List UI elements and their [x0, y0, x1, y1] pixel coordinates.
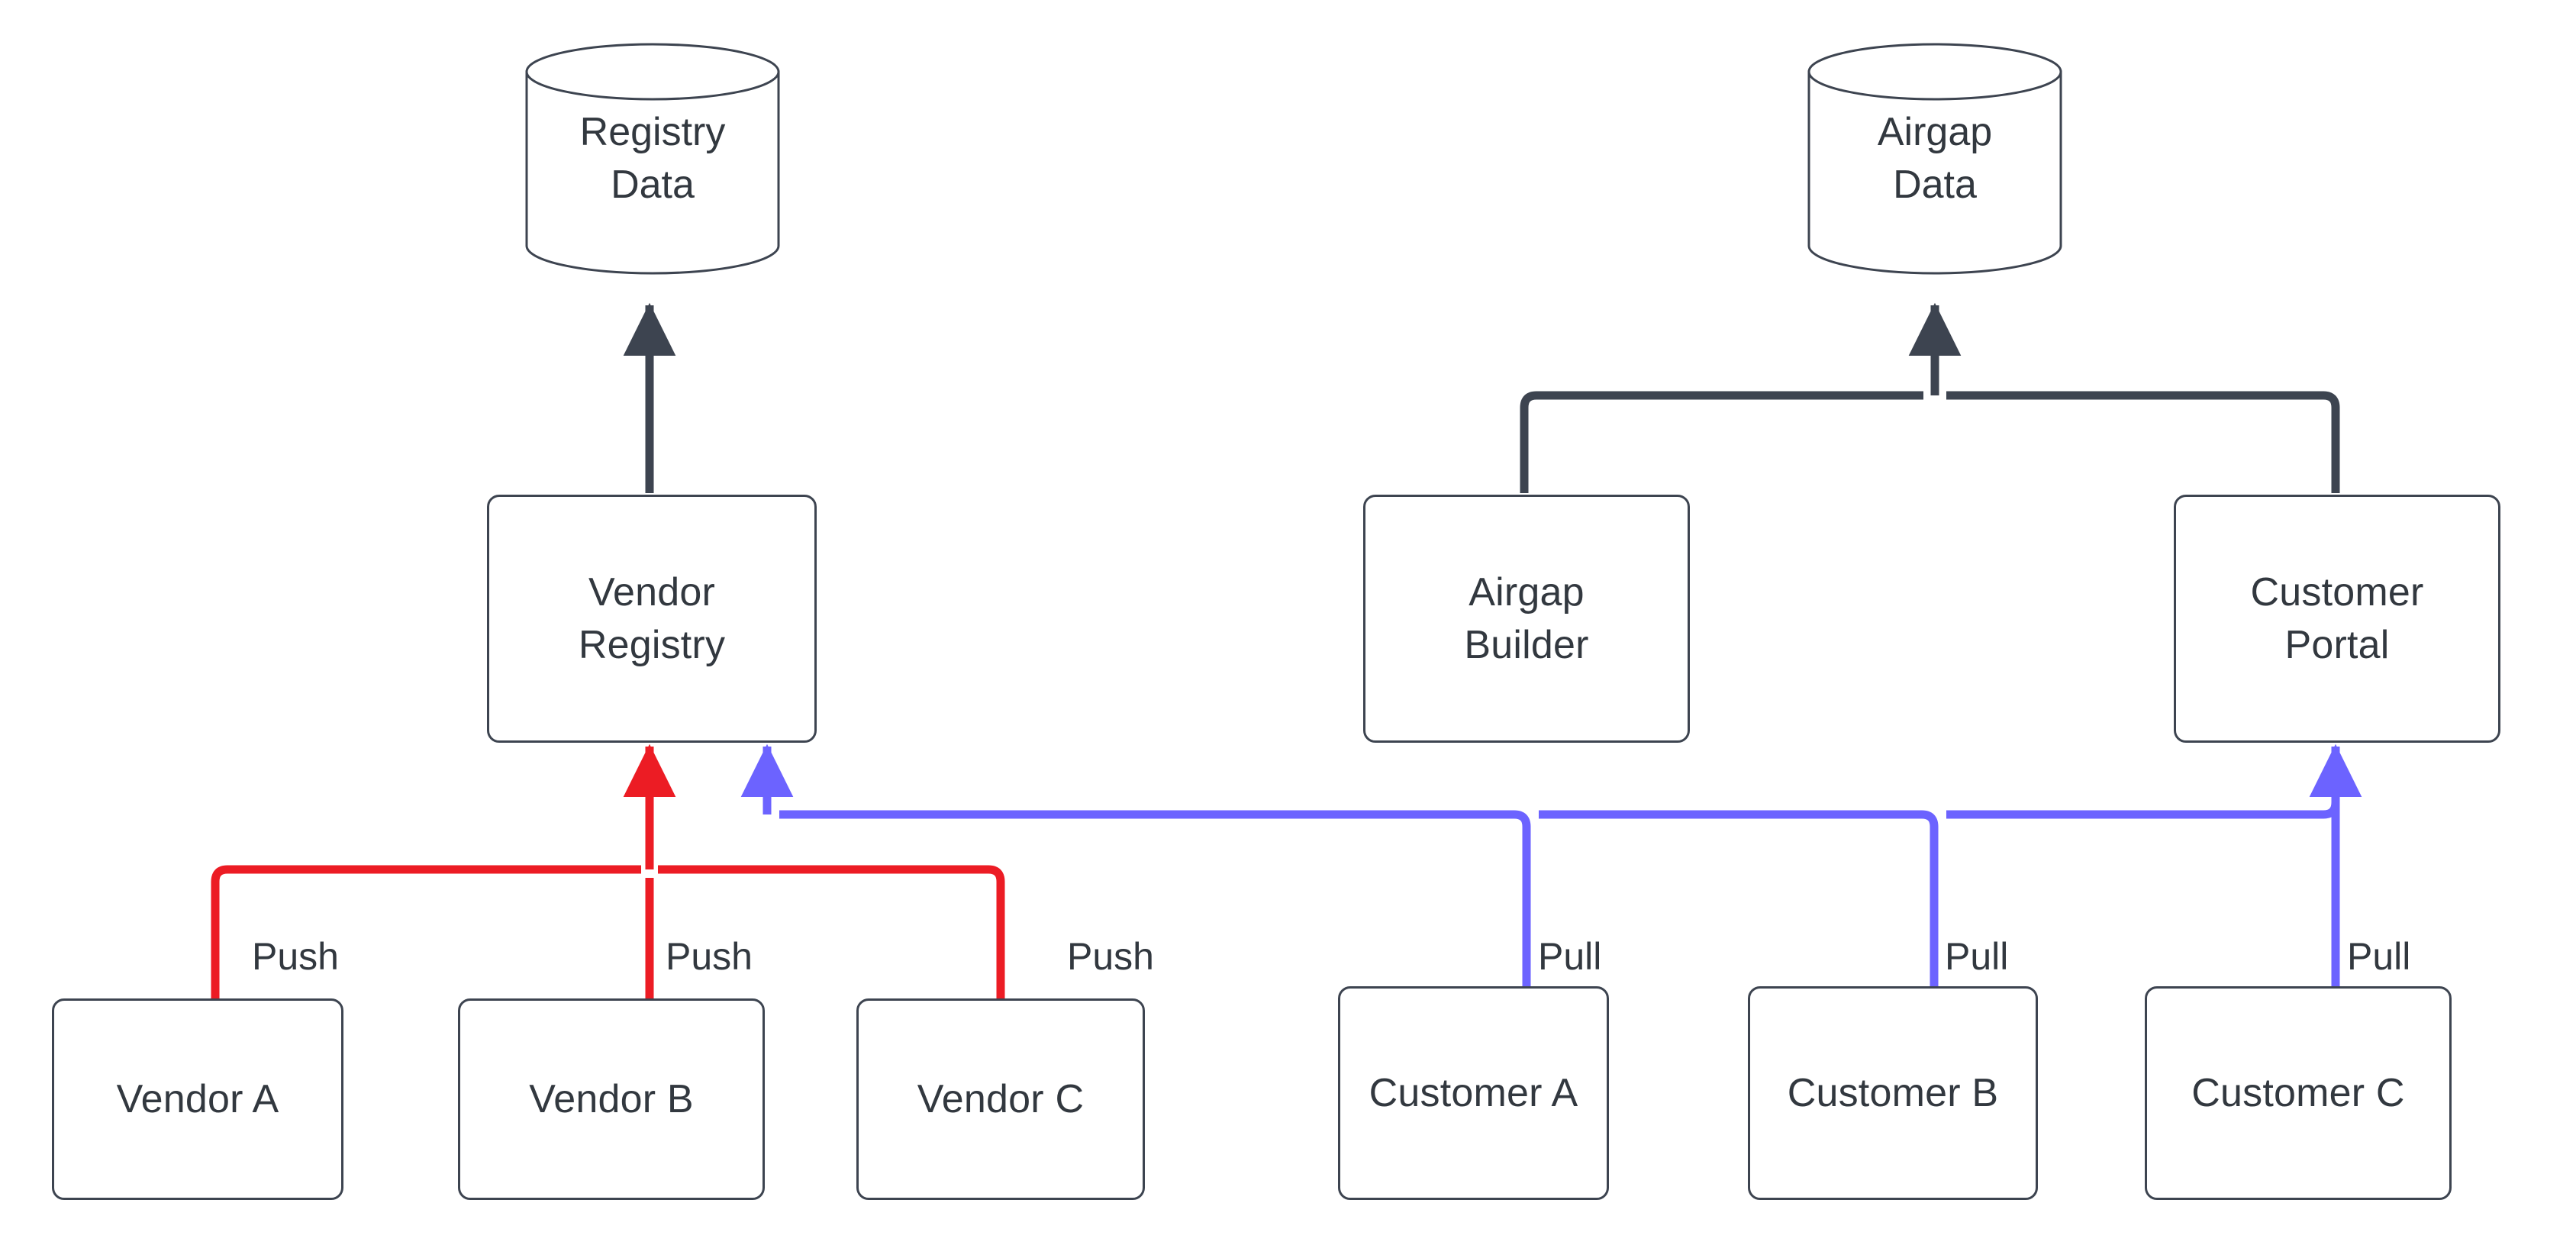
registry-data-shape — [525, 43, 780, 275]
edge-airgap-builder-to-airgap-data — [1520, 391, 1923, 493]
node-vendor-a-label: Vendor A — [116, 1076, 279, 1121]
node-customer-b[interactable]: Customer B — [1748, 986, 2038, 1200]
edge-label-push-vendor-c: Push — [1067, 937, 1154, 976]
node-customer-c-label: Customer C — [2191, 1070, 2405, 1115]
edge-label-pull-customer-b: Pull — [1945, 937, 2008, 976]
edge-label-text: Pull — [1538, 935, 1602, 978]
node-vendor-b-label: Vendor B — [529, 1076, 694, 1121]
edge-vendor-c-push — [658, 865, 1005, 998]
edge-vendor-a-push — [211, 865, 641, 998]
node-customer-a[interactable]: Customer A — [1338, 986, 1609, 1200]
node-customer-c[interactable]: Customer C — [2145, 986, 2452, 1200]
node-vendor-c[interactable]: Vendor C — [856, 998, 1145, 1200]
edge-label-text: Push — [666, 935, 753, 978]
edge-label-text: Push — [252, 935, 339, 978]
edge-label-text: Pull — [2347, 935, 2411, 978]
node-vendor-b[interactable]: Vendor B — [458, 998, 765, 1200]
node-airgap-builder[interactable]: Airgap Builder — [1363, 495, 1690, 743]
edge-label-text: Push — [1067, 935, 1154, 978]
node-customer-b-label: Customer B — [1787, 1070, 1999, 1115]
node-customer-portal-label: Customer Portal — [2250, 569, 2424, 667]
edge-label-text: Pull — [1945, 935, 2009, 978]
edge-customer-b-pull — [1539, 810, 1939, 986]
edge-customer-a-pull — [779, 810, 1531, 986]
edge-label-pull-customer-c: Pull — [2347, 937, 2410, 976]
node-vendor-c-label: Vendor C — [917, 1076, 1085, 1121]
node-vendor-a[interactable]: Vendor A — [52, 998, 343, 1200]
node-customer-a-label: Customer A — [1369, 1070, 1578, 1115]
node-airgap-builder-label: Airgap Builder — [1464, 569, 1589, 667]
edge-label-pull-customer-a: Pull — [1538, 937, 1601, 976]
edge-customer-portal-to-airgap-data — [1946, 391, 2340, 493]
airgap-data-shape — [1807, 43, 2062, 275]
edge-pull-bus-right — [1946, 802, 2340, 819]
node-vendor-registry-label: Vendor Registry — [578, 569, 726, 667]
node-customer-portal[interactable]: Customer Portal — [2174, 495, 2500, 743]
edge-label-push-vendor-a: Push — [252, 937, 339, 976]
edge-label-push-vendor-b: Push — [666, 937, 753, 976]
node-vendor-registry[interactable]: Vendor Registry — [487, 495, 817, 743]
